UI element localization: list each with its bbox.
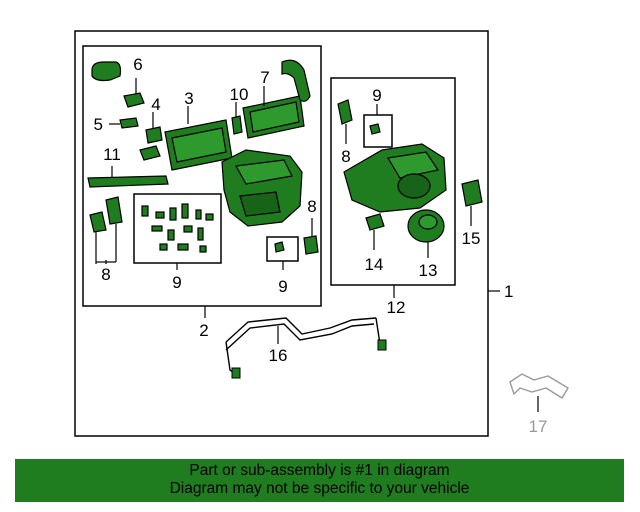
part-4-bracket-lower[interactable] — [139, 145, 161, 161]
part-16-drain-hose[interactable] — [225, 317, 387, 377]
callout-9-right: 9 — [372, 86, 381, 105]
callout-7: 7 — [260, 68, 269, 87]
callout-14: 14 — [365, 255, 384, 274]
leader-lines — [95, 78, 539, 412]
part-4-bracket[interactable] — [145, 126, 163, 144]
callout-2: 2 — [199, 321, 208, 340]
callout-8-right: 8 — [341, 147, 350, 166]
part-17-ghost[interactable] — [509, 373, 569, 399]
callout-13: 13 — [419, 261, 438, 280]
callout-3: 3 — [184, 89, 193, 108]
banner-line-1: Part or sub-assembly is #1 in diagram — [189, 462, 450, 479]
part-14-resistor[interactable] — [365, 213, 385, 231]
callout-5: 5 — [94, 115, 103, 134]
part-9-hardware-middle[interactable] — [274, 241, 285, 253]
part-7-evap-face — [249, 101, 300, 133]
assembly-box — [74, 30, 489, 437]
part-13-motor-hub — [418, 214, 438, 230]
callout-16: 16 — [269, 346, 288, 365]
subassembly-box-2 — [82, 45, 322, 307]
callout-15: 15 — [462, 229, 481, 248]
part-3-core-face — [171, 127, 227, 163]
part-5-clip[interactable] — [119, 117, 139, 129]
banner-line-2: Diagram may not be specific to your vehi… — [169, 480, 470, 497]
callout-17: 17 — [529, 417, 548, 436]
part-6-block[interactable] — [123, 92, 145, 108]
subassembly-box-9-right — [363, 114, 393, 148]
subassembly-box-12 — [330, 77, 456, 286]
part-12-housing-top — [387, 151, 439, 179]
callout-11: 11 — [103, 145, 121, 164]
part-6-cap[interactable] — [91, 61, 122, 82]
part-12-blower-housing[interactable] — [343, 143, 447, 213]
subassembly-box-9-left — [133, 193, 222, 264]
part-2-housing-top — [235, 159, 293, 185]
part-8-actuator-a[interactable] — [89, 211, 107, 233]
callout-8-left: 8 — [101, 265, 110, 284]
callout-9-left: 9 — [172, 273, 181, 292]
part-8-actuator-c[interactable] — [303, 235, 319, 255]
disclaimer-banner: Part or sub-assembly is #1 in diagram Di… — [15, 459, 624, 502]
part-15-filter[interactable] — [461, 179, 483, 207]
callout-6: 6 — [133, 55, 142, 74]
part-9-hardware-right[interactable] — [369, 123, 381, 135]
part-10-pipe[interactable] — [231, 115, 243, 135]
callout-9-middle: 9 — [278, 277, 287, 296]
part-8-actuator-b[interactable] — [105, 196, 123, 225]
part-2-housing-side — [239, 191, 281, 217]
part-16-hose-end-left — [231, 367, 241, 379]
part-16-hose-end-right — [377, 339, 387, 351]
part-11-rail[interactable] — [87, 175, 169, 188]
part-9-hardware-left[interactable] — [141, 203, 214, 253]
callout-12: 12 — [387, 298, 406, 317]
part-8-actuator-d[interactable] — [337, 99, 353, 125]
part-7-tubes[interactable] — [281, 59, 311, 102]
callout-10: 10 — [230, 85, 249, 104]
part-12-blower-opening — [397, 173, 431, 199]
callout-4: 4 — [151, 95, 160, 114]
callout-8-middle: 8 — [307, 197, 316, 216]
callout-1: 1 — [504, 282, 513, 301]
